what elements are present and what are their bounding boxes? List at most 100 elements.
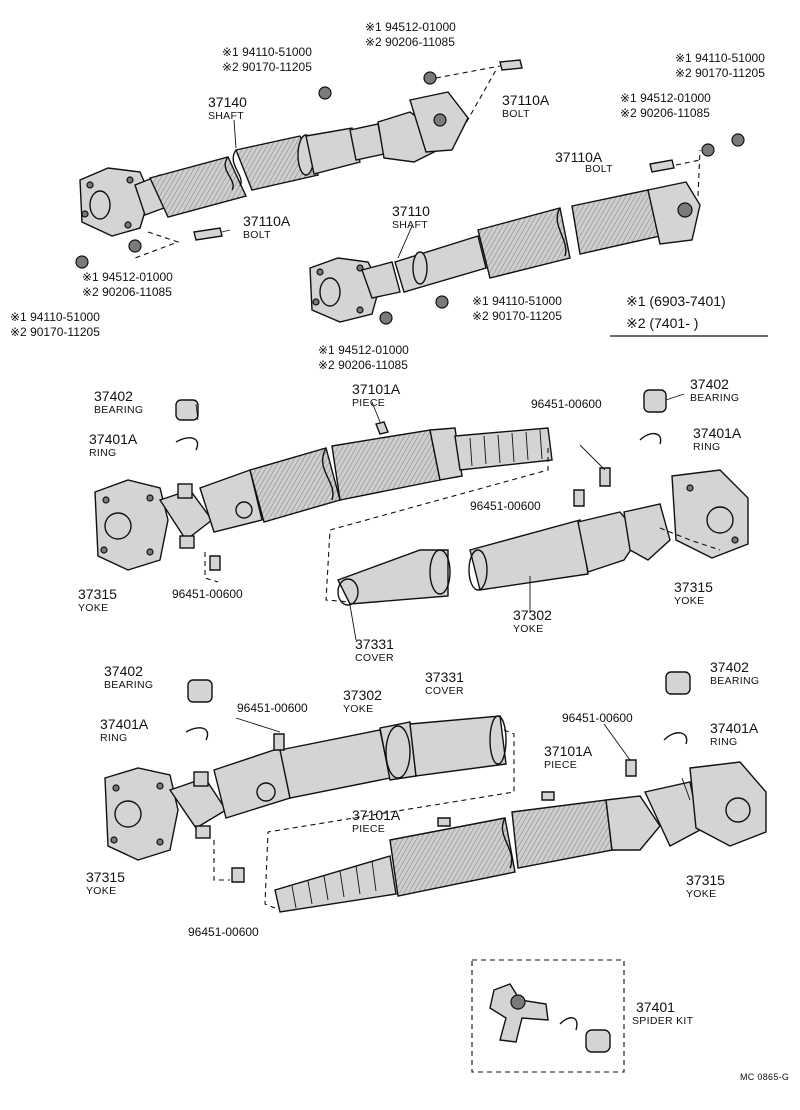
- washer-icon: [379, 311, 393, 325]
- bolt-icon: [193, 227, 223, 241]
- bot-ring-right-name: RING: [710, 736, 737, 748]
- mid-piece-name: PIECE: [352, 397, 385, 409]
- bot-cover-number: 37331: [425, 669, 464, 685]
- callout-8-line-1: ※1 94512-01000: [318, 343, 409, 357]
- slip-yoke-37302-mid: [469, 519, 589, 591]
- bolt-icon: [649, 159, 675, 173]
- bot-bearing-right-name: BEARING: [710, 675, 759, 687]
- shaft-37110-name: SHAFT: [392, 219, 428, 231]
- drawing-code: MC 0865-G: [740, 1072, 789, 1082]
- shaft-tube-37140-front: [149, 156, 247, 218]
- mid-fitting-3: 96451-00600: [172, 587, 243, 601]
- bearing-cap-icon: [187, 679, 213, 703]
- bot-piece-1-number: 37101A: [544, 743, 593, 759]
- mid-fitting-2: 96451-00600: [470, 499, 541, 513]
- callout-4-line-1: ※1 94512-01000: [620, 91, 711, 105]
- piece-icon: [437, 817, 451, 827]
- spline-shaft-bottom: [274, 855, 397, 913]
- callout-1-line-2: ※2 90206-11085: [365, 35, 455, 49]
- snap-ring-icon: [559, 1017, 578, 1031]
- callout-5-line-1: ※1 94512-01000: [82, 270, 173, 284]
- range-legend-2: ※2 (7401- ): [626, 315, 698, 331]
- bot-ring-right-number: 37401A: [710, 720, 759, 736]
- slip-yoke-37302-bottom: [213, 747, 291, 819]
- bot-ring-left-name: RING: [100, 732, 127, 744]
- mid-ring-right-name: RING: [693, 441, 720, 453]
- mid-cover-number: 37331: [355, 636, 394, 652]
- mid-yoke-302-number: 37302: [513, 607, 552, 623]
- bolt-c-number: 37110A: [243, 213, 291, 229]
- snap-ring-icon: [175, 437, 199, 451]
- bot-yoke-left-name: YOKE: [86, 885, 116, 897]
- callout-2-line-2: ※2 90170-11205: [222, 60, 312, 74]
- mid-piece-number: 37101A: [352, 381, 401, 397]
- leader-lines: [195, 119, 691, 801]
- grease-fitting-icon: [573, 489, 585, 507]
- bot-bearing-left-number: 37402: [104, 663, 143, 679]
- shaft-tube-bottom-front: [389, 817, 516, 897]
- bolt-b-name: BOLT: [585, 163, 613, 175]
- spider-right: [623, 503, 671, 561]
- spider-kit-box: [471, 959, 625, 1073]
- nut-icon: [435, 295, 449, 309]
- bot-yoke-right-number: 37315: [686, 872, 725, 888]
- mid-bearing-left-name: BEARING: [94, 404, 143, 416]
- bot-yoke-302-name: YOKE: [343, 703, 373, 715]
- spline-shaft-mid: [454, 427, 553, 471]
- washer-icon: [701, 143, 715, 157]
- bot-fitting-3: 96451-00600: [188, 925, 259, 939]
- grease-fitting-icon: [273, 733, 285, 751]
- spider-kit-name: SPIDER KIT: [632, 1015, 694, 1027]
- callout-3-line-2: ※2 90170-11205: [675, 66, 765, 80]
- bot-yoke-302-number: 37302: [343, 687, 382, 703]
- bolt-a-name: BOLT: [502, 108, 530, 120]
- bot-yoke-left-number: 37315: [86, 869, 125, 885]
- mid-bearing-right-name: BEARING: [690, 392, 739, 404]
- nut-icon: [75, 255, 89, 269]
- shaft-tube-37110-rear: [571, 189, 661, 255]
- shaft-tube-37140-rear: [235, 135, 319, 191]
- driveshaft-middle-assembly: [94, 389, 749, 606]
- bot-piece-1-name: PIECE: [544, 759, 577, 771]
- bot-ring-left-number: 37401A: [100, 716, 149, 732]
- callout-7-line-2: ※2 90170-11205: [472, 309, 562, 323]
- nut-icon: [318, 86, 332, 100]
- flange-yoke-37315-right: [671, 469, 749, 559]
- bot-fitting-1: 96451-00600: [237, 701, 308, 715]
- shaft-tube-bottom-rear: [511, 799, 613, 869]
- callout-2-line-1: ※1 94110-51000: [222, 45, 312, 59]
- dust-cover-bottom: [409, 715, 507, 777]
- shaft-37110-assembly: [309, 133, 745, 325]
- bot-bearing-right-number: 37402: [710, 659, 749, 675]
- mid-ring-left-name: RING: [89, 447, 116, 459]
- bearing-cap-icon: [175, 399, 199, 421]
- callout-8-line-2: ※2 90206-11085: [318, 358, 408, 372]
- range-legend-1: ※1 (6903-7401): [626, 293, 726, 309]
- bearing-cap-icon: [585, 1029, 611, 1053]
- snap-ring-icon: [639, 433, 662, 445]
- bolt-icon: [499, 59, 523, 71]
- bolt-c-name: BOLT: [243, 229, 271, 241]
- grease-fitting-icon: [599, 467, 611, 487]
- bearing-cap-icon: [665, 671, 691, 695]
- snap-ring-icon: [663, 732, 688, 745]
- callout-1-line-1: ※1 94512-01000: [365, 20, 456, 34]
- snap-ring-icon: [185, 727, 209, 741]
- mid-yoke-left-number: 37315: [78, 586, 117, 602]
- u-joint-37110-rear: [647, 181, 701, 245]
- bot-piece-2-number: 37101A: [352, 807, 401, 823]
- callout-4-line-2: ※2 90206-11085: [620, 106, 710, 120]
- shaft-tube-37110-front: [477, 207, 571, 279]
- mid-bearing-left-number: 37402: [94, 388, 133, 404]
- mid-yoke-right-number: 37315: [674, 579, 713, 595]
- shaft-37140-name: SHAFT: [208, 110, 244, 122]
- mid-fitting-1: 96451-00600: [531, 397, 602, 411]
- bot-fitting-2: 96451-00600: [562, 711, 633, 725]
- callout-6-line-2: ※2 90170-11205: [10, 325, 100, 339]
- bot-bearing-left-name: BEARING: [104, 679, 153, 691]
- bolt-b-number: 37110A: [555, 149, 603, 165]
- dust-cover-mid: [337, 549, 449, 605]
- nut-icon: [731, 133, 745, 147]
- shaft-tube-mid-front: [249, 447, 341, 523]
